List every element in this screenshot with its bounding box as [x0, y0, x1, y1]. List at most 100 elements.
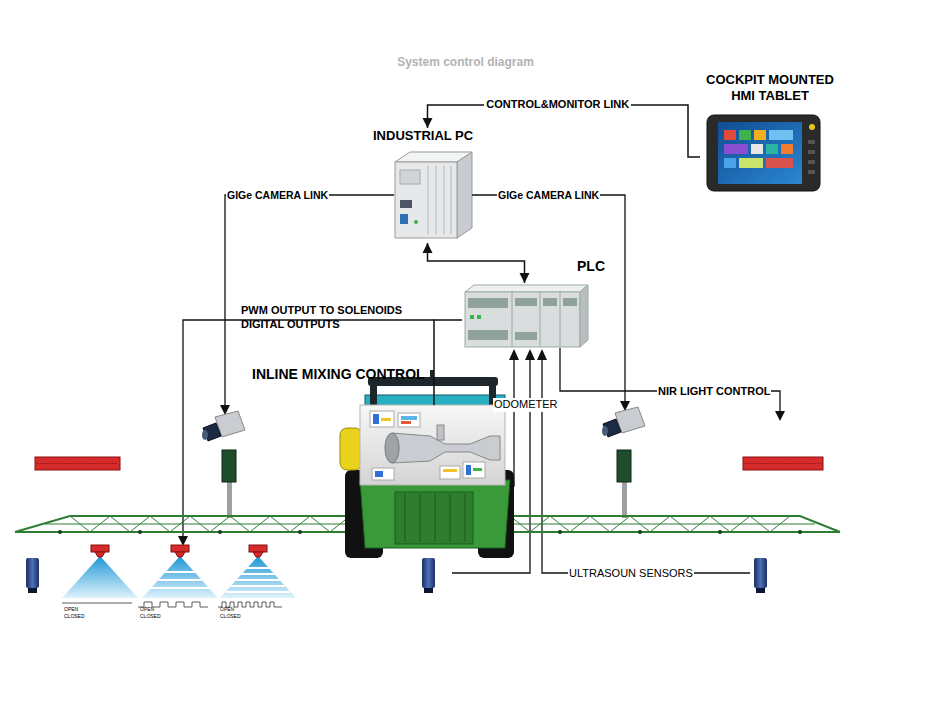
plc-graphic [563, 298, 577, 306]
arrow-head [423, 243, 433, 253]
sensor-label: ULTRASOUN SENSORS [568, 567, 694, 581]
camera-graphic [203, 423, 221, 441]
state-label: CLOSED [140, 614, 161, 619]
tablet-graphic [766, 144, 778, 154]
tractor-graphic [360, 480, 510, 548]
signal-wire [472, 195, 625, 403]
arrow-head [775, 411, 785, 421]
mixing-unit: INLINE MIXING CONTROL [360, 405, 508, 487]
industrial-pc-graphic [457, 152, 472, 238]
spray-stripe [231, 585, 285, 587]
spray-stripe [150, 587, 210, 589]
mixing-graphic [372, 468, 394, 480]
connector [434, 320, 462, 405]
signal-wire [560, 348, 780, 413]
industrial-pc-graphic [414, 220, 418, 224]
mixing-graphic [437, 425, 444, 440]
boom-nozzle-dot [298, 530, 302, 534]
tablet-graphic [808, 170, 815, 174]
tablet-graphic [707, 115, 820, 191]
plc-graphic [465, 292, 580, 347]
boom-nozzle-dot [218, 530, 222, 534]
mixing-graphic [360, 405, 505, 485]
plc-graphic [512, 292, 513, 347]
ultrasonic-sensor [424, 588, 433, 593]
ultrasonic-sensor [754, 558, 767, 588]
plc-graphic [465, 285, 588, 347]
industrial-pc-graphic [451, 166, 452, 234]
camera-graphic [202, 430, 208, 440]
plc-graphic [465, 285, 588, 292]
nozzle-graphic [253, 552, 263, 557]
plc-graphic [580, 285, 588, 347]
state-label: OPEN [140, 607, 154, 612]
tractor-graphic [405, 494, 406, 542]
sensor-label: ODOMETER [493, 398, 559, 412]
signal-wire [505, 358, 514, 486]
nozzle-graphic [171, 545, 189, 552]
connector-line [434, 320, 462, 405]
industrial-pc-graphic [395, 152, 472, 238]
industrial-pc-graphic [400, 200, 412, 208]
signal-label: PWM OUTPUT TO SOLENOIDS DIGITAL OUTPUTS [241, 304, 426, 332]
tractor-graphic [420, 494, 421, 542]
nozzle-graphic [91, 545, 109, 552]
nir-light-bar [743, 457, 823, 470]
tractor-graphic [340, 428, 362, 470]
node-label: INDUSTRIAL PC [373, 128, 473, 144]
tablet-graphic [707, 115, 820, 191]
boom-nozzle-dot [638, 530, 642, 534]
spray-stripe [226, 591, 290, 593]
plc-graphic [515, 332, 537, 340]
tablet-graphic [718, 122, 802, 184]
arrow-head [423, 118, 433, 128]
tablet-graphic [808, 150, 815, 154]
plc-graphic [468, 330, 508, 340]
tablet-graphic [751, 144, 763, 154]
plc-graphic [540, 292, 541, 347]
connector-line [428, 243, 525, 283]
tablet-graphic [809, 124, 815, 130]
mixing-graphic [373, 414, 379, 424]
mixing-graphic [401, 421, 411, 424]
boom-nozzle-dot [558, 530, 562, 534]
signal-label: NIR LIGHT CONTROL [657, 385, 771, 399]
plc-unit: PLC [462, 283, 587, 348]
arrow-head [525, 349, 535, 360]
boom-nozzle-dot [718, 530, 722, 534]
mixing-graphic [473, 468, 482, 471]
mixing-graphic [385, 433, 399, 463]
arrow-head [520, 273, 530, 283]
boom-nozzle-dot [798, 530, 802, 534]
spray-stripe [165, 571, 195, 573]
boom-nozzle-dot [138, 530, 142, 534]
state-label: CLOSED [220, 614, 241, 619]
node-label: PLC [577, 258, 605, 275]
camera-mount [227, 480, 232, 518]
industrial-pc-graphic [428, 166, 429, 234]
mixing-graphic [370, 411, 394, 427]
camera-graphic [603, 419, 621, 437]
industrial-pc-graphic [436, 166, 437, 234]
tractor-graphic [370, 384, 377, 406]
spray-stripe [158, 579, 202, 581]
tablet-graphic [808, 140, 815, 144]
plc-graphic [543, 298, 557, 306]
nir-light-bar [745, 463, 821, 464]
nozzle-graphic [95, 552, 105, 557]
nozzle-graphic [175, 552, 185, 557]
mixing-graphic [381, 418, 391, 421]
spray-stripe [150, 568, 290, 592]
tablet-graphic [739, 130, 751, 140]
camera-mount [622, 480, 627, 518]
spray-cone [142, 556, 218, 598]
node-label: INLINE MIXING CONTROL [252, 366, 425, 383]
link-label: GIGe CAMERA LINK [226, 189, 329, 202]
ultrasonic-sensor [26, 558, 39, 588]
ultrasonic-sensor [26, 558, 767, 593]
spray-cone [220, 556, 296, 598]
mixing-graphic [440, 466, 460, 479]
industrial-pc-graphic [444, 166, 445, 234]
